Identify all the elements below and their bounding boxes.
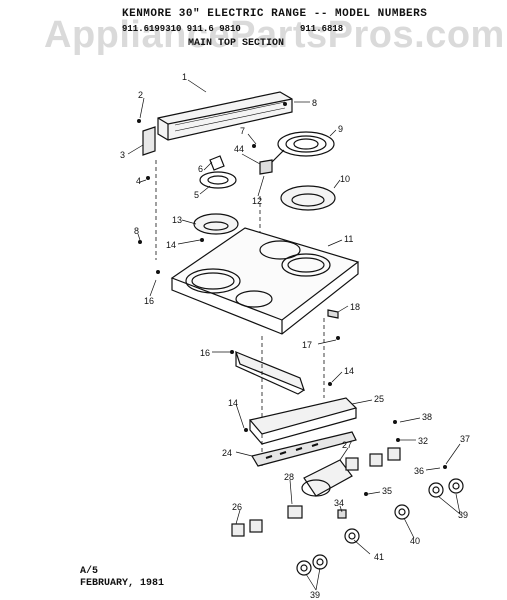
callout-39a: 39: [458, 510, 468, 520]
callout-3: 3: [120, 150, 125, 160]
callout-2: 2: [138, 90, 143, 100]
side-rail: [235, 350, 305, 395]
switch-panel: [251, 431, 357, 467]
callout-12: 12: [252, 196, 262, 206]
callout-16a: 16: [144, 296, 154, 306]
callout-1: 1: [182, 72, 187, 82]
callout-41: 41: [374, 552, 384, 562]
side-bracket: [142, 126, 156, 156]
footer-code: A/5: [80, 566, 99, 577]
callout-14a: 14: [166, 240, 176, 250]
callout-32: 32: [418, 436, 428, 446]
callout-6: 6: [198, 164, 203, 174]
header-section-name: MAIN TOP SECTION: [188, 38, 285, 49]
callout-9: 9: [338, 124, 343, 134]
callout-38: 38: [422, 412, 432, 422]
callout-14c: 14: [228, 398, 238, 408]
backguard-panel: [157, 91, 293, 141]
callout-24: 24: [222, 448, 232, 458]
callout-8a: 8: [312, 98, 317, 108]
callout-labels: 1 2 3 4 5 6 7 8 8 9 10 11 12 13 14 14 14…: [120, 72, 470, 600]
infinite-switch: [301, 459, 353, 497]
callout-37: 37: [460, 434, 470, 444]
callout-35: 35: [382, 486, 392, 496]
callout-10: 10: [340, 174, 350, 184]
footer-date: FEBRUARY, 1981: [80, 578, 165, 589]
watermark: AppliancePartsPros.com: [44, 14, 505, 56]
main-top: [170, 227, 360, 335]
callout-7: 7: [240, 126, 245, 136]
header-title: KENMORE 30" ELECTRIC RANGE -- MODEL NUMB…: [122, 8, 428, 20]
small-element: [199, 171, 237, 189]
callout-16b: 16: [200, 348, 210, 358]
callout-18: 18: [350, 302, 360, 312]
callout-17: 17: [302, 340, 312, 350]
callout-39b: 39: [310, 590, 320, 600]
callout-34: 34: [334, 498, 344, 508]
large-surface-element: [267, 131, 335, 167]
drip-pan-large: [280, 185, 336, 211]
callout-26: 26: [232, 502, 242, 512]
callout-40: 40: [410, 536, 420, 546]
callout-11: 11: [344, 234, 353, 244]
callout-5: 5: [194, 190, 199, 200]
element-receptacle: [259, 159, 273, 175]
callout-25: 25: [374, 394, 384, 404]
callout-13: 13: [172, 215, 182, 225]
header-model-numbers-left: 911.6199310 911.6 9810: [122, 24, 241, 34]
callout-14b: 14: [344, 366, 354, 376]
callout-36: 36: [414, 466, 424, 476]
callout-8b: 8: [134, 226, 139, 236]
control-panel: [248, 397, 358, 445]
header-model-numbers-right: 911.6818: [300, 24, 344, 34]
callout-44: 44: [234, 144, 244, 154]
callout-28: 28: [284, 472, 294, 482]
drip-pan-small: [193, 213, 239, 235]
callout-4: 4: [136, 176, 141, 186]
callout-27: 27: [342, 440, 352, 450]
